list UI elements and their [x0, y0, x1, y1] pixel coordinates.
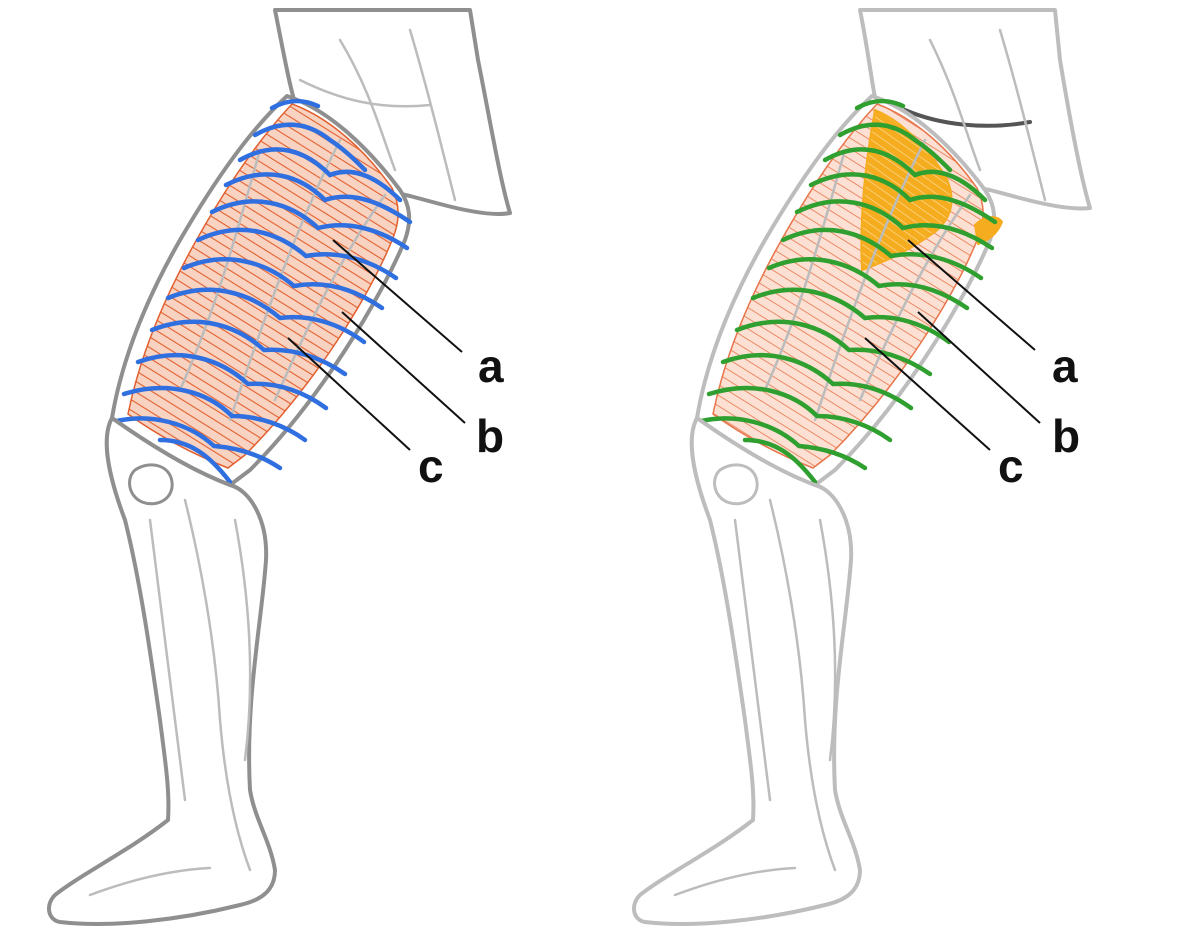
right-leader-a: [907, 239, 1036, 351]
right-label-b: b: [1052, 410, 1080, 462]
left-leader-a: [332, 239, 463, 353]
left-lower-leg: [47, 416, 277, 926]
left-calf-line: [233, 518, 252, 762]
left-shirt-fold-2: [408, 28, 457, 202]
right-shirt-fold-2: [998, 28, 1047, 202]
left-patella: [128, 463, 174, 506]
right-leader-b: [917, 311, 1041, 424]
left-foot-line: [88, 866, 212, 897]
right-contour-lines: [694, 98, 998, 485]
left-quadriceps-muscle: [127, 103, 399, 469]
left-shin-line: [183, 498, 252, 872]
right-muscle-line-2: [858, 193, 972, 402]
left-label-b: b: [476, 410, 504, 462]
left-contour-lines: [109, 98, 413, 485]
right-foot-line: [673, 866, 797, 897]
right-patella: [713, 463, 759, 506]
left-tendon-line: [148, 518, 187, 802]
right-calf-line: [818, 518, 837, 762]
right-leader-c: [864, 337, 991, 451]
right-figure: a b c: [632, 8, 1092, 926]
right-label-c: c: [998, 440, 1024, 492]
right-lower-leg: [632, 416, 862, 926]
left-label-c: c: [418, 440, 444, 492]
left-leader-c: [287, 337, 411, 451]
right-shirt-fold: [928, 38, 982, 172]
left-label-group: a b c: [287, 239, 504, 492]
right-tendon-line: [733, 518, 772, 802]
left-muscle-line-2: [273, 193, 387, 402]
left-leader-b: [341, 311, 466, 424]
right-label-group: a b c: [864, 239, 1080, 492]
right-shin-line: [768, 498, 837, 872]
left-label-a: a: [478, 340, 504, 392]
right-label-a: a: [1052, 340, 1078, 392]
left-figure: a b c: [47, 8, 512, 926]
left-shirt-fold: [338, 38, 397, 172]
left-shirt-fold-3: [298, 78, 432, 108]
